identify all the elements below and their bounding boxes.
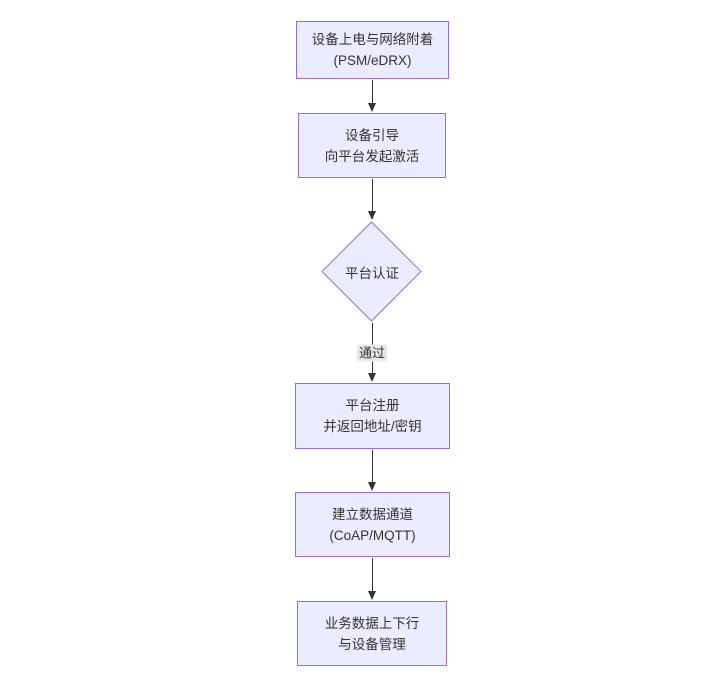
node-business: 业务数据上下行 与设备管理 bbox=[297, 601, 447, 666]
node-bootstrap: 设备引导 向平台发起激活 bbox=[298, 113, 446, 178]
node-register: 平台注册 并返回地址/密钥 bbox=[295, 383, 450, 449]
edge-bootstrap-to-auth bbox=[367, 179, 377, 220]
node-register-line2: 并返回地址/密钥 bbox=[323, 419, 422, 434]
node-data-channel-line2: (CoAP/MQTT) bbox=[329, 527, 416, 543]
node-bootstrap-line2: 向平台发起激活 bbox=[324, 148, 420, 164]
node-data-channel: 建立数据通道 (CoAP/MQTT) bbox=[295, 492, 450, 557]
node-power-attach: 设备上电与网络附着 (PSM/eDRX) bbox=[296, 21, 449, 79]
edge-channel-to-business bbox=[367, 558, 377, 600]
edge-line bbox=[372, 450, 373, 484]
arrowhead-icon bbox=[367, 103, 376, 112]
node-register-line1: 平台注册 bbox=[345, 398, 400, 413]
edge-line bbox=[372, 179, 373, 213]
node-data-channel-line1: 建立数据通道 bbox=[332, 506, 413, 522]
arrowhead-icon bbox=[367, 482, 376, 491]
edge-power-to-bootstrap bbox=[367, 80, 377, 112]
edge-line bbox=[372, 80, 373, 105]
node-power-attach-line1: 设备上电与网络附着 bbox=[311, 32, 434, 47]
node-platform-auth: 平台认证 bbox=[321, 221, 423, 323]
node-platform-auth-label: 平台认证 bbox=[345, 266, 399, 281]
arrowhead-icon bbox=[367, 373, 376, 382]
node-business-line1: 业务数据上下行 bbox=[324, 615, 420, 631]
node-power-attach-line2: (PSM/eDRX) bbox=[333, 53, 412, 68]
node-bootstrap-line1: 设备引导 bbox=[345, 127, 399, 143]
edge-register-to-channel bbox=[367, 450, 377, 491]
node-business-line2: 与设备管理 bbox=[338, 636, 406, 652]
arrowhead-icon bbox=[367, 591, 376, 600]
edge-line bbox=[372, 558, 373, 593]
edge-label-pass: 通过 bbox=[356, 344, 388, 362]
arrowhead-icon bbox=[367, 211, 376, 220]
